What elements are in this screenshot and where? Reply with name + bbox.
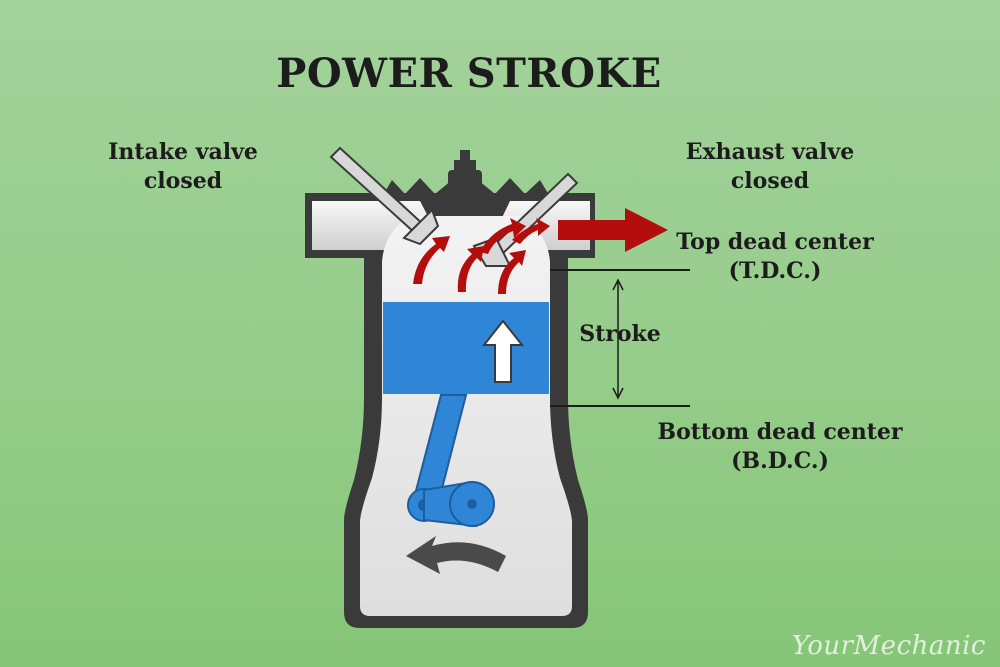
intake-label-line2: closed [143, 167, 223, 194]
tdc-label: Top dead center (T.D.C.) [660, 228, 890, 285]
intake-valve-label: Intake valve closed [88, 138, 278, 195]
diagram-title: POWER STROKE [276, 50, 662, 97]
exhaust-label-line2: closed [730, 167, 810, 194]
bdc-label-line2: (B.D.C.) [731, 447, 829, 474]
exhaust-valve-label: Exhaust valve closed [670, 138, 870, 195]
piston [383, 302, 549, 394]
crankshaft [423, 480, 495, 528]
exhaust-label-line1: Exhaust valve [685, 139, 855, 165]
intake-valve [329, 146, 440, 246]
tdc-label-line1: Top dead center [676, 229, 874, 255]
exhaust-flow-arrow [558, 208, 668, 252]
watermark-logo: YourMechanic [791, 631, 986, 661]
tdc-label-line2: (T.D.C.) [728, 257, 822, 284]
stroke-dimension-arrow [612, 278, 624, 400]
bdc-label-line1: Bottom dead center [657, 419, 903, 445]
bdc-label: Bottom dead center (B.D.C.) [645, 418, 915, 475]
combustion-arrows [413, 218, 550, 294]
rotation-arrow [406, 536, 506, 574]
piston-up-arrow [481, 319, 525, 383]
stroke-label: Stroke [579, 321, 661, 347]
intake-label-line1: Intake valve [108, 139, 258, 165]
spark-plug [448, 150, 482, 198]
